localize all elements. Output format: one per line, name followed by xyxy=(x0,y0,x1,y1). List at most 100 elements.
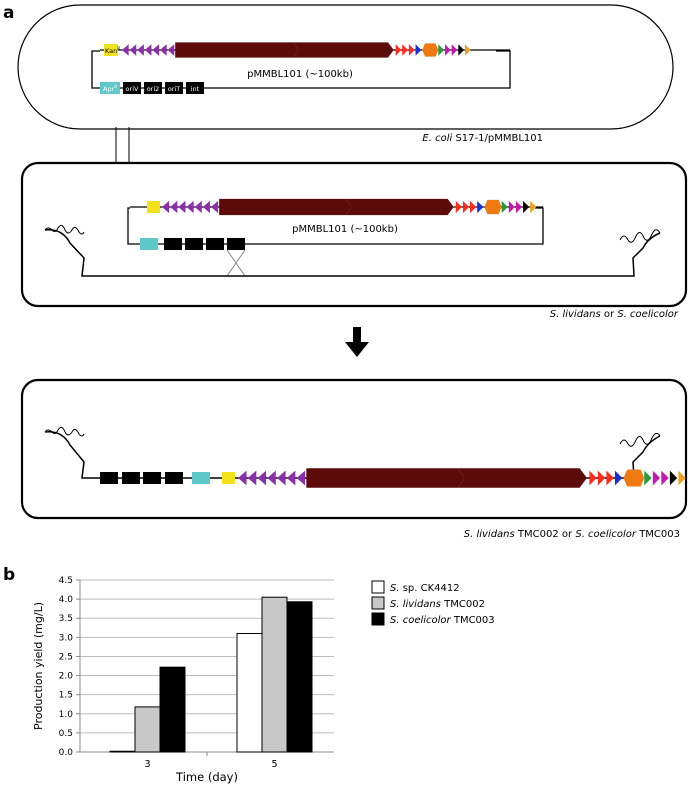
middle-kan-marker xyxy=(147,201,160,213)
small-gene-arrow xyxy=(508,200,515,214)
middle-apr-marker xyxy=(140,238,158,250)
chromosome-end-left xyxy=(44,224,85,235)
y-tick-label: 3.0 xyxy=(59,633,74,643)
purple-gene-arrow xyxy=(170,200,178,214)
small-gene-hexagon xyxy=(484,199,502,215)
kan-label: KanR xyxy=(105,46,120,55)
small-gene-arrow xyxy=(678,470,686,486)
gene-cluster-middle xyxy=(162,198,537,216)
gene-cluster-bottom xyxy=(238,468,686,488)
purple-gene-arrow xyxy=(267,470,276,486)
purple-gene-arrow xyxy=(194,200,202,214)
purple-gene-arrow xyxy=(296,470,306,486)
y-tick-label: 4.0 xyxy=(59,595,74,605)
ori2-label: ori2 xyxy=(147,85,160,93)
small-gene-arrow xyxy=(530,200,537,214)
apr-label: AprR xyxy=(103,84,117,93)
purple-gene-arrow xyxy=(152,44,160,56)
y-tick-label: 3.5 xyxy=(59,614,73,624)
biosynthetic-cluster-part-2 xyxy=(293,42,394,58)
small-gene-arrow xyxy=(438,44,445,56)
ori2-box xyxy=(144,82,162,94)
purple-gene-arrow xyxy=(160,44,167,56)
purple-gene-arrow xyxy=(167,44,175,56)
legend-label: S. lividans TMC002 xyxy=(390,599,485,610)
purple-gene-arrow xyxy=(186,200,194,214)
small-gene-arrow xyxy=(597,470,606,486)
small-gene-arrow xyxy=(477,200,484,214)
plasmid-name-middle: pMMBL101 (~100kb) xyxy=(292,224,398,235)
biosynthetic-cluster-part-2 xyxy=(457,468,587,488)
small-gene-arrow xyxy=(470,200,477,214)
purple-gene-arrow xyxy=(122,44,129,56)
bottom-apr-marker xyxy=(192,472,210,484)
y-axis-label: Production yield (mg/L) xyxy=(32,602,45,730)
small-gene-arrow xyxy=(652,470,661,486)
purple-gene-arrow xyxy=(277,470,286,486)
legend-label: S. coelicolor TMC003 xyxy=(390,615,495,626)
y-tick-label: 4.5 xyxy=(59,576,73,586)
small-gene-arrow xyxy=(606,470,614,486)
purple-gene-arrow xyxy=(247,470,257,486)
y-tick-label: 2.0 xyxy=(59,672,74,682)
crossover-line-2 xyxy=(226,249,246,277)
plasmid-backbone-top xyxy=(91,50,511,89)
small-gene-arrow xyxy=(458,44,464,56)
biosynthetic-cluster-part-2 xyxy=(345,198,454,216)
purple-gene-arrow xyxy=(137,44,144,56)
legend-swatch xyxy=(371,580,385,594)
bottom-box-3 xyxy=(143,472,161,484)
purple-gene-arrow xyxy=(178,200,186,214)
chromosome-bottom-end-left xyxy=(44,426,85,437)
arrow-down-shaft xyxy=(353,327,361,344)
purple-gene-arrow xyxy=(238,470,247,486)
oriV-label: oriV xyxy=(126,85,139,93)
y-tick-label: 0.0 xyxy=(59,748,74,758)
small-gene-arrow xyxy=(515,200,523,214)
int-label: int xyxy=(191,85,200,93)
biosynthetic-cluster-part-1 xyxy=(306,468,465,488)
purple-gene-arrow xyxy=(129,44,137,56)
small-gene-arrow xyxy=(415,44,422,56)
bar xyxy=(286,601,313,753)
small-gene-arrow xyxy=(462,200,470,214)
small-gene-arrow xyxy=(395,44,402,56)
int-box xyxy=(186,82,204,94)
x-tick-label: 3 xyxy=(144,759,150,770)
legend-swatch xyxy=(371,612,385,626)
oriT-label: oriT xyxy=(168,85,180,93)
arrow-down-icon xyxy=(345,342,369,357)
bar xyxy=(261,596,288,753)
middle-host-label: S. lividans or S. coelicolor xyxy=(550,309,679,320)
purple-gene-arrow xyxy=(202,200,210,214)
bottom-host-label: S. lividans TMC002 or S. coelicolor TMC0… xyxy=(464,529,680,540)
kan-marker xyxy=(104,44,118,56)
chromosome-end-right xyxy=(619,229,661,243)
chromosome-bottom-end-right xyxy=(619,432,661,447)
ecoli-cell xyxy=(17,4,674,130)
x-tick-label: 5 xyxy=(271,759,277,770)
small-gene-arrow xyxy=(455,200,462,214)
bottom-box-2 xyxy=(122,472,140,484)
x-axis-label: Time (day) xyxy=(175,770,238,784)
middle-box-2 xyxy=(185,238,203,250)
recombinant-cell xyxy=(20,378,688,520)
plasmid-name-top: pMMBL101 (~100kb) xyxy=(247,69,353,80)
middle-box-3 xyxy=(206,238,224,250)
small-gene-arrow xyxy=(445,44,451,56)
small-gene-arrow xyxy=(669,470,678,486)
bar xyxy=(159,666,186,753)
biosynthetic-cluster-part-1 xyxy=(175,42,299,58)
y-tick-label: 0.5 xyxy=(59,729,73,739)
gene-cluster-top xyxy=(122,42,471,58)
apr-marker xyxy=(100,82,120,94)
small-gene-hexagon xyxy=(623,469,645,487)
streptomyces-cell xyxy=(20,161,688,308)
biosynthetic-cluster-part-1 xyxy=(219,198,352,216)
small-gene-arrow xyxy=(523,200,530,214)
chromosome-middle xyxy=(44,229,661,277)
ecoli-host-label: E. coli S17-1/pMMBL101 xyxy=(422,133,543,144)
small-gene-arrow xyxy=(661,470,669,486)
small-gene-arrow xyxy=(614,470,623,486)
